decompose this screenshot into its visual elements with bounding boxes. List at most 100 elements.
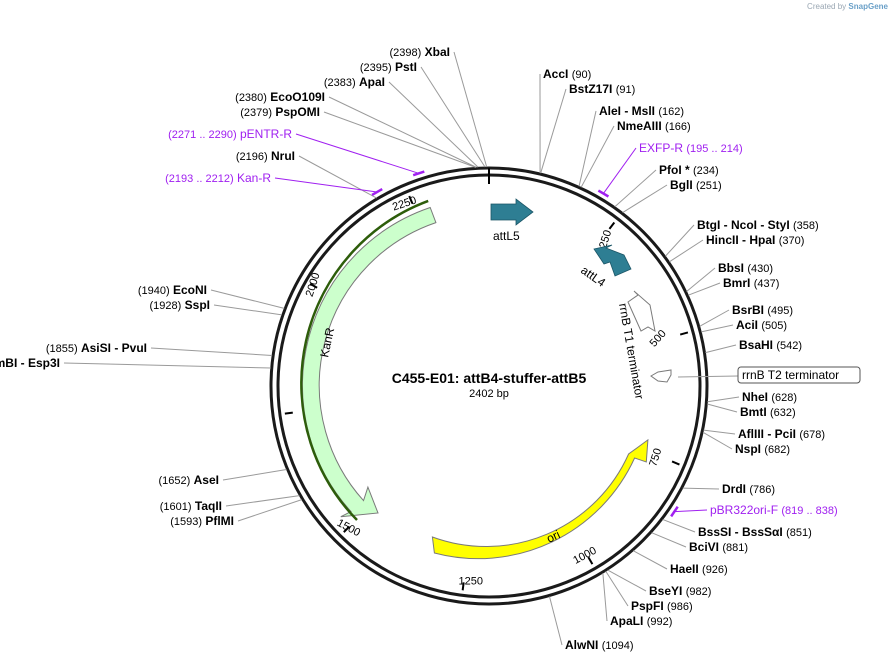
site-label-bseyi[interactable]: BseYI (982) xyxy=(649,584,711,598)
site-position-pfoi: (234) xyxy=(693,165,719,177)
site-position-nrui: (2196) xyxy=(236,151,268,163)
site-label-pspfi[interactable]: PspFI (986) xyxy=(631,599,693,613)
attl4-label[interactable]: attL4 xyxy=(578,263,608,290)
site-label-acci[interactable]: AccI (90) xyxy=(543,67,591,81)
attl5-feature-arrow[interactable] xyxy=(490,198,534,226)
site-label-psti[interactable]: (2395) PstI xyxy=(360,60,417,74)
site-label-btgi[interactable]: BtgI - NcoI - StyI (358) xyxy=(697,218,819,232)
kanr-feature-arrow[interactable] xyxy=(302,206,437,518)
attl5-label[interactable]: attL5 xyxy=(493,229,520,243)
site-label-bgli[interactable]: BglI (251) xyxy=(670,178,722,192)
site-name-asei: AseI xyxy=(194,473,219,487)
site-position-bmti: (632) xyxy=(770,407,796,419)
site-label-bmri[interactable]: BmrI (437) xyxy=(723,276,779,290)
site-position-drdi: (786) xyxy=(749,484,775,496)
site-label-nrui[interactable]: (2196) NruI xyxy=(236,149,295,163)
site-name-pentr-r: pENTR-R xyxy=(240,127,292,141)
site-label-pentr-r[interactable]: (2271 .. 2290) pENTR-R xyxy=(168,127,292,141)
site-label-nmeaiii[interactable]: NmeAIII (166) xyxy=(617,119,691,133)
rrnb-t1-terminator-arrow[interactable] xyxy=(627,290,656,332)
site-label-pfoi[interactable]: PfoI * (234) xyxy=(659,163,719,177)
leader-hincii xyxy=(669,239,704,263)
site-label-xbai[interactable]: (2398) XbaI xyxy=(390,45,450,59)
leader-apali xyxy=(602,573,608,622)
site-label-apai[interactable]: (2383) ApaI xyxy=(324,75,385,89)
site-label-nhei[interactable]: NheI (628) xyxy=(742,390,797,404)
site-name-kan-r: Kan-R xyxy=(237,171,271,185)
site-name-alwni: AlwNI xyxy=(565,638,598,652)
attl4-feature-arrow[interactable] xyxy=(593,244,632,277)
site-label-pspomi[interactable]: (2379) PspOMI xyxy=(240,105,320,119)
leader-bbsi xyxy=(686,267,716,292)
leader-bmti xyxy=(707,403,738,413)
site-position-apali: (992) xyxy=(647,616,673,628)
tick-mark-250 xyxy=(608,221,616,230)
tick-mark-1250 xyxy=(461,582,465,591)
site-label-econi[interactable]: (1940) EcoNI xyxy=(138,283,207,297)
rrnb-t2-terminator-label[interactable]: rrnB T2 terminator xyxy=(742,368,839,382)
site-name-pspomi: PspOMI xyxy=(275,105,320,119)
site-position-nspi: (682) xyxy=(764,444,790,456)
site-position-ecoo109i: (2380) xyxy=(235,92,267,104)
site-name-pbr322ori-f: pBR322ori-F xyxy=(710,503,778,517)
site-name-exfp-r: EXFP-R xyxy=(639,141,683,155)
leader-afliii xyxy=(703,429,736,435)
leader-nrui xyxy=(298,155,377,199)
site-position-alei: (162) xyxy=(658,106,684,118)
tick-mark-750 xyxy=(671,460,680,466)
site-label-haeii[interactable]: HaeII (926) xyxy=(670,562,728,576)
site-position-pentr-r: (2271 .. 2290) xyxy=(168,129,237,141)
site-position-pflmi: (1593) xyxy=(170,516,202,528)
site-position-nmeaiii: (166) xyxy=(665,121,691,133)
site-position-psti: (2395) xyxy=(360,62,392,74)
site-name-bstz17i: BstZ17I xyxy=(569,82,612,96)
site-label-bpu10i[interactable]: (1833) Bpu10I - BsmBI - Esp3I xyxy=(0,356,60,370)
site-name-acii: AciI xyxy=(736,318,758,332)
site-label-acii[interactable]: AciI (505) xyxy=(736,318,787,332)
site-position-haeii: (926) xyxy=(702,564,728,576)
site-label-bbsi[interactable]: BbsI (430) xyxy=(718,261,773,275)
site-name-asisi: AsiSI - PvuI xyxy=(81,341,147,355)
site-label-asei[interactable]: (1652) AseI xyxy=(159,473,220,487)
site-label-sspi[interactable]: (1928) SspI xyxy=(150,298,210,312)
ori-label[interactable]: ori xyxy=(544,527,562,545)
site-label-alwni[interactable]: AlwNI (1094) xyxy=(565,638,633,652)
leader-econi xyxy=(210,289,285,309)
site-label-bsahi[interactable]: BsaHI (542) xyxy=(739,338,802,352)
site-position-alwni: (1094) xyxy=(602,640,634,652)
site-position-bcivi: (881) xyxy=(722,542,748,554)
site-name-bbsi: BbsI xyxy=(718,261,744,275)
site-position-bstz17i: (91) xyxy=(616,84,636,96)
leader-bsahi xyxy=(705,344,737,354)
tick-label-1250: 1250 xyxy=(458,575,482,587)
site-label-pbr322ori-f[interactable]: pBR322ori-F (819 .. 838) xyxy=(710,503,838,517)
kanr-label[interactable]: KanR xyxy=(317,326,337,359)
leader-asisi xyxy=(150,347,273,356)
site-label-bmti[interactable]: BmtI (632) xyxy=(740,405,796,419)
site-label-nspi[interactable]: NspI (682) xyxy=(735,442,790,456)
site-label-hincii[interactable]: HincII - HpaI (370) xyxy=(706,233,804,247)
leader-nmeaiii xyxy=(580,125,615,188)
site-label-bsssi[interactable]: BssSI - BssSαI (851) xyxy=(698,525,812,539)
site-label-bcivi[interactable]: BciVI (881) xyxy=(689,540,748,554)
site-label-afliii[interactable]: AflIII - PciI (678) xyxy=(738,427,825,441)
site-label-drdi[interactable]: DrdI (786) xyxy=(722,482,775,496)
site-label-ecoo109i[interactable]: (2380) EcoO109I xyxy=(235,90,325,104)
rrnb-t2-terminator-arrow[interactable] xyxy=(650,369,672,383)
site-name-bseyi: BseYI xyxy=(649,584,682,598)
site-name-bsahi: BsaHI xyxy=(739,338,773,352)
site-label-exfp-r[interactable]: EXFP-R (195 .. 214) xyxy=(639,141,743,155)
site-label-kan-r[interactable]: (2193 .. 2212) Kan-R xyxy=(165,171,271,185)
site-name-bpu10i: Bpu10I - BsmBI - Esp3I xyxy=(0,356,60,370)
site-label-taqii[interactable]: (1601) TaqII xyxy=(160,499,222,513)
site-label-pflmi[interactable]: (1593) PflMI xyxy=(170,514,234,528)
primer-mark-pbr322ori-f xyxy=(670,505,679,518)
site-label-alei[interactable]: AleI - MslI (162) xyxy=(599,104,684,118)
site-label-bsrbi[interactable]: BsrBI (495) xyxy=(732,303,793,317)
site-label-bstz17i[interactable]: BstZ17I (91) xyxy=(569,82,635,96)
site-label-apali[interactable]: ApaLI (992) xyxy=(610,614,672,628)
tick-mark-1000 xyxy=(587,556,594,565)
leader-asei xyxy=(222,468,287,481)
site-label-asisi[interactable]: (1855) AsiSI - PvuI xyxy=(46,341,147,355)
ori-feature-arrow[interactable] xyxy=(431,438,649,560)
